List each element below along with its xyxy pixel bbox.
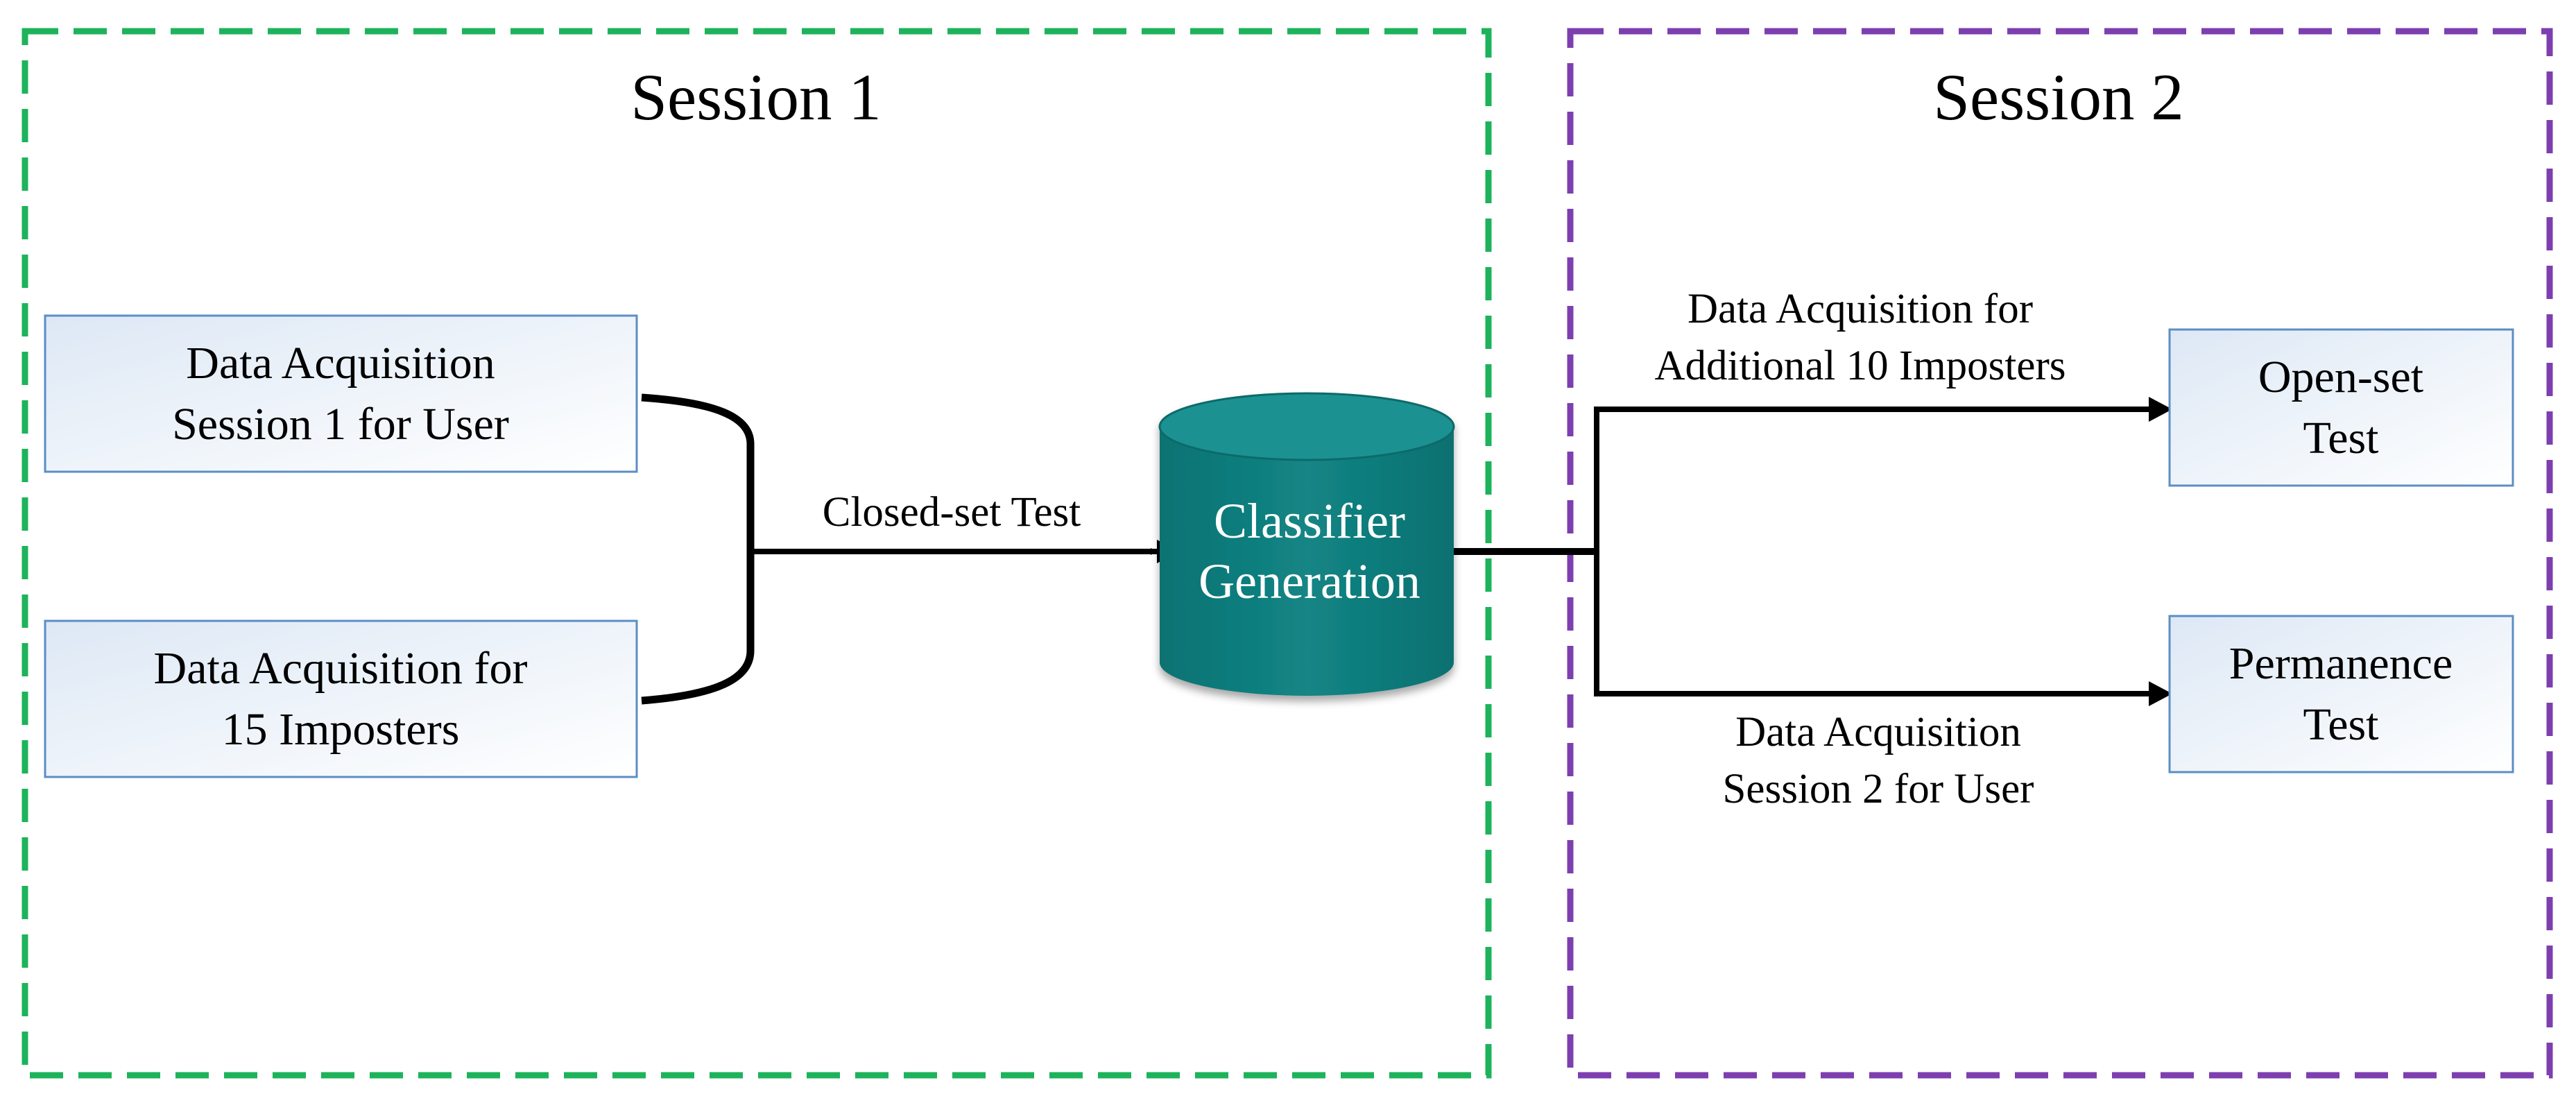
classifier-generation-cylinder xyxy=(1158,392,1455,696)
session-1-frame xyxy=(22,28,1492,1079)
closed-set-label: Closed-set Test xyxy=(823,489,1081,536)
acq-user-session1-line1: Data Acquisition xyxy=(186,338,495,388)
open-set-test-box: Open-set Test xyxy=(2168,328,2514,487)
acq-15-imposters-box: Data Acquisition for 15 Imposters xyxy=(44,619,638,778)
acq-15-imposters-line2: 15 Imposters xyxy=(222,704,460,755)
open-set-line1: Open-set xyxy=(2258,352,2423,402)
additional-imposters-label-line2: Additional 10 Imposters xyxy=(1655,343,2066,389)
session-2-title: Session 2 xyxy=(1933,60,2184,134)
session-1-title: Session 1 xyxy=(630,60,882,134)
permanence-line1: Permanence xyxy=(2229,638,2453,689)
merge-bracket-connector xyxy=(641,393,755,705)
classifier-line2: Generation xyxy=(1199,554,1420,609)
permanence-line2: Test xyxy=(2303,699,2378,750)
classifier-line1: Classifier xyxy=(1214,493,1405,549)
acq-user-session2-label-line2: Session 2 for User xyxy=(1723,766,2034,812)
acq-user-session1-box: Data Acquisition Session 1 for User xyxy=(44,314,638,473)
open-set-line2: Test xyxy=(2303,413,2378,463)
acq-15-imposters-line1: Data Acquisition for xyxy=(154,643,528,694)
permanence-arrowhead xyxy=(2149,681,2172,706)
additional-imposters-label-line1: Data Acquisition for xyxy=(1688,286,2033,332)
open-set-arrowhead xyxy=(2149,397,2172,422)
permanence-test-box: Permanence Test xyxy=(2168,615,2514,773)
acq-user-session1-line2: Session 1 for User xyxy=(172,399,509,450)
session-2-frame xyxy=(1567,28,2553,1079)
acq-user-session2-label-line1: Data Acquisition xyxy=(1735,709,2021,755)
